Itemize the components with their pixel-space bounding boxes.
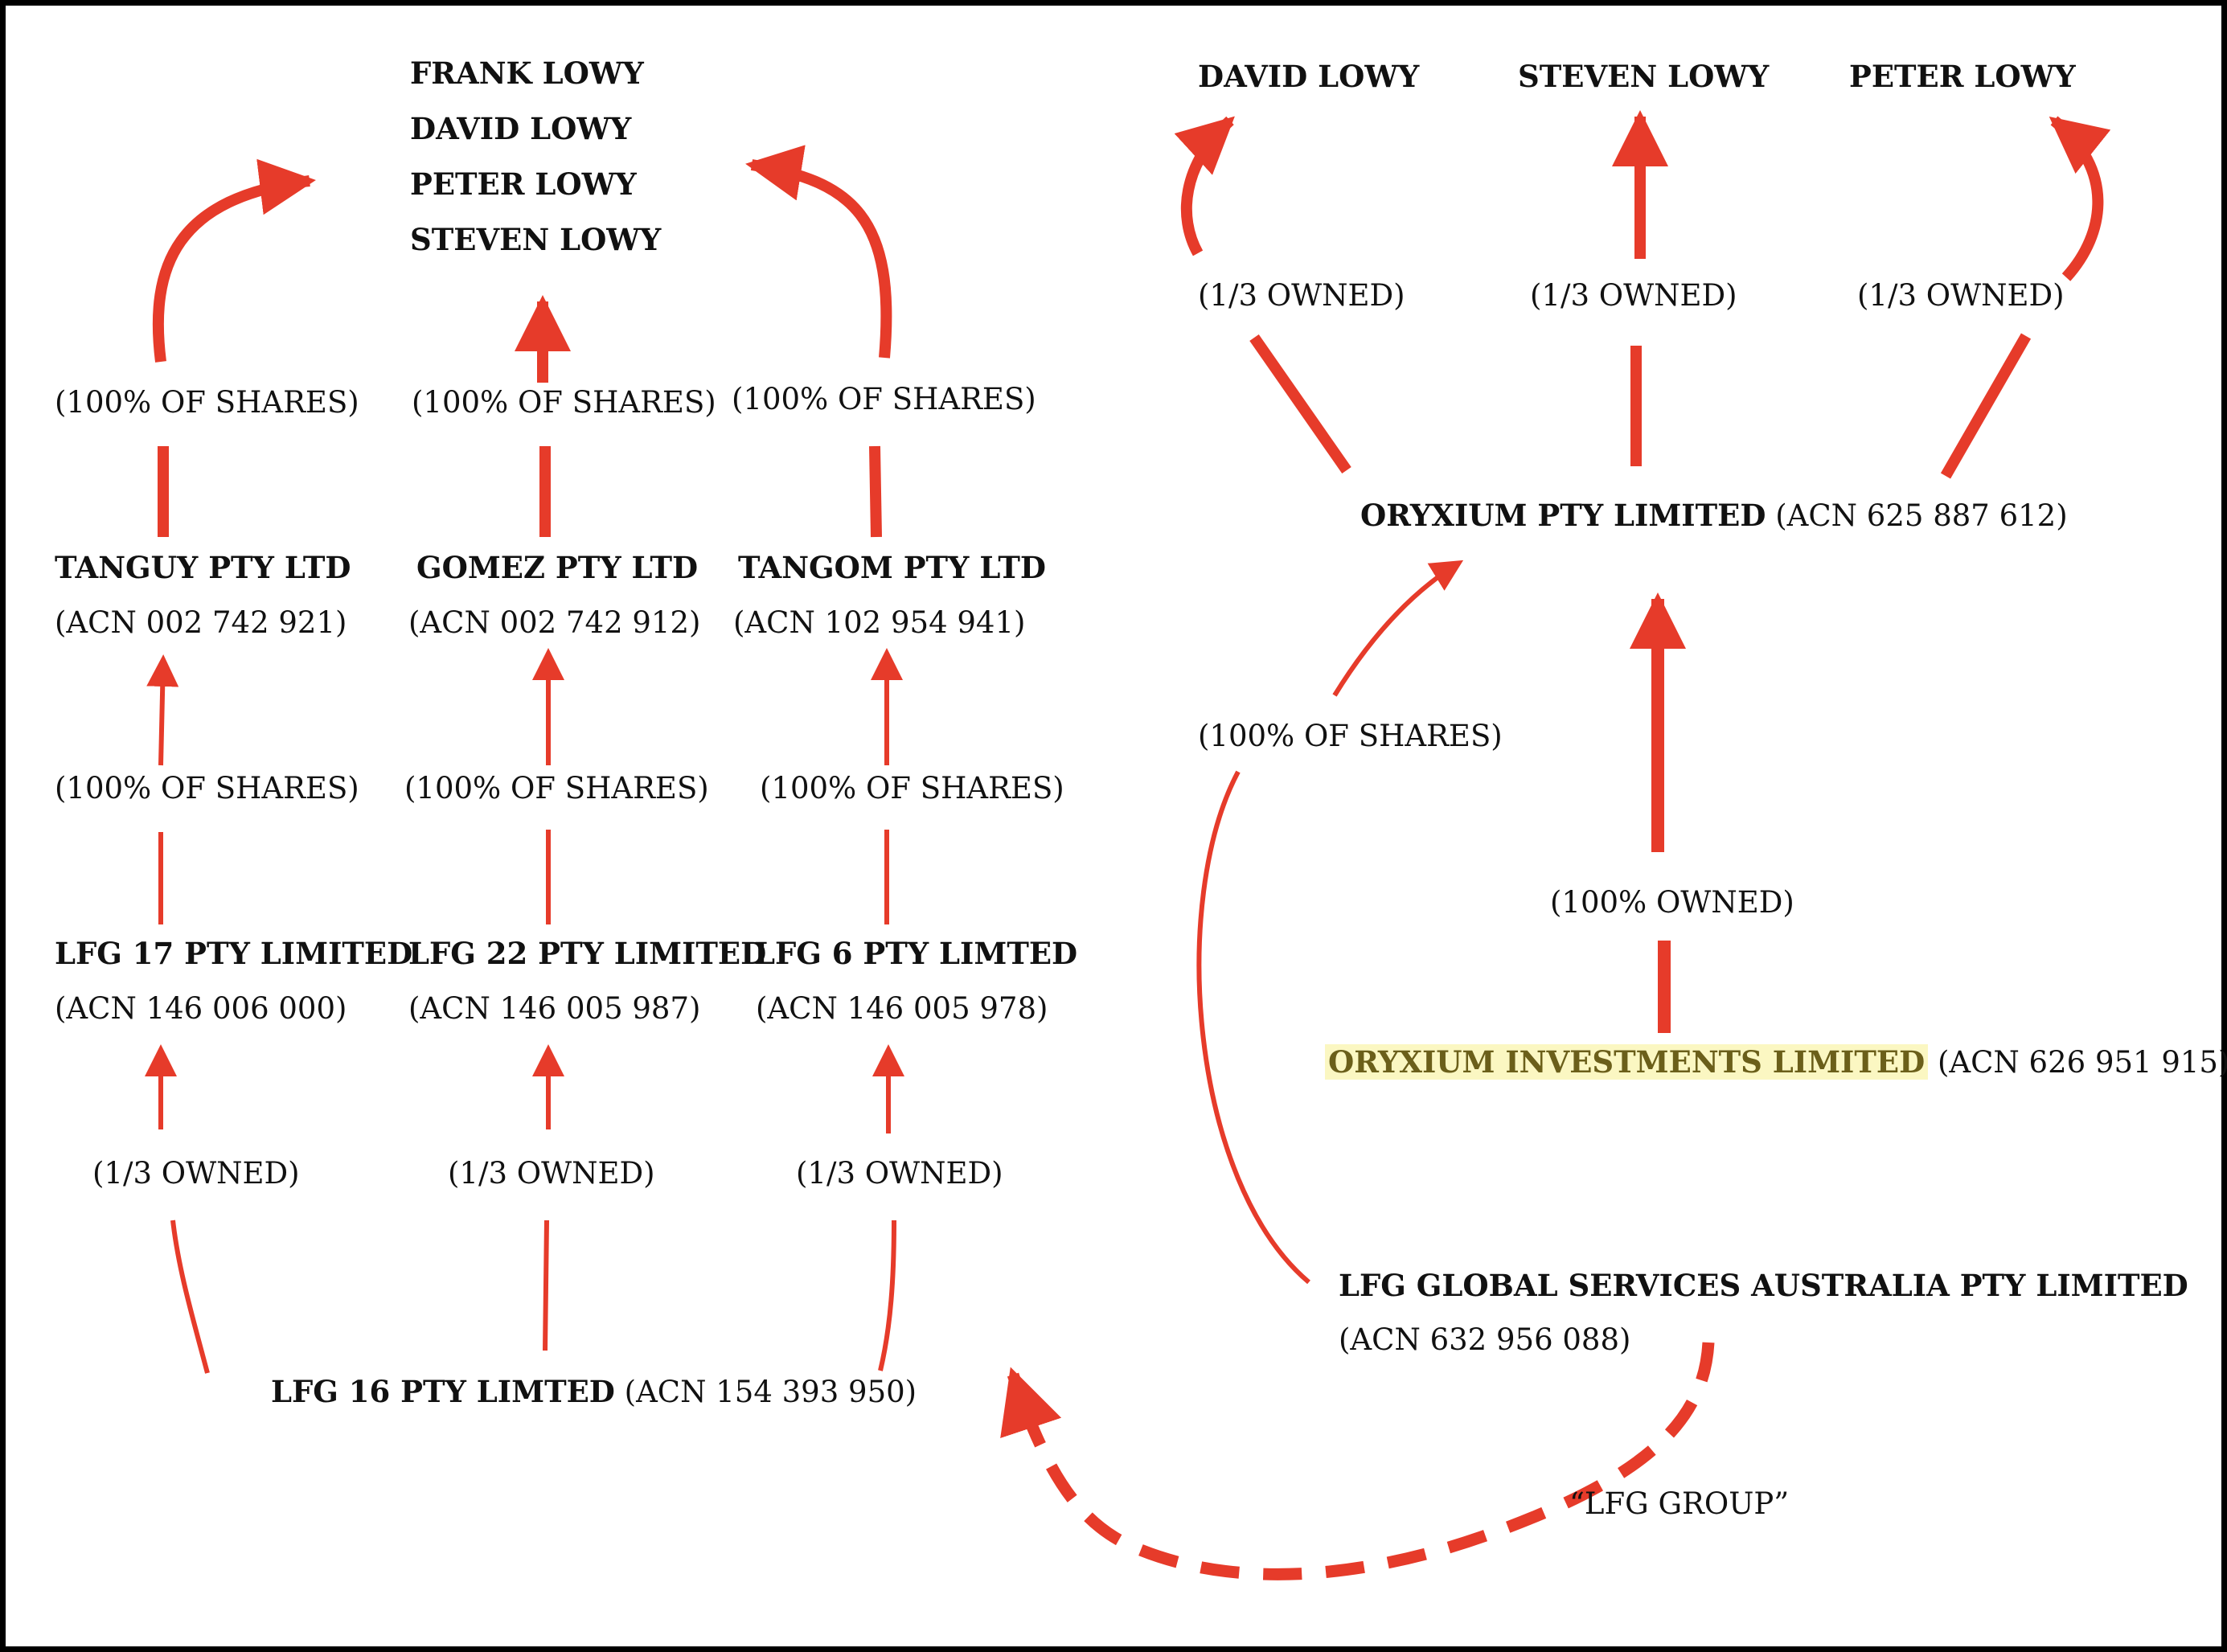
col3-company-name: TANGOM PTY LTD — [738, 550, 1046, 585]
col3-company-acn: (ACN 102 954 941) — [733, 605, 1026, 640]
connector-oryxium-to-left-owned — [1249, 334, 1351, 474]
col3-shares-top-label: (100% OF SHARES) — [732, 382, 1036, 416]
col2-owned-label: (1/3 OWNED) — [448, 1156, 655, 1191]
arrow-tanguy-to-owners — [152, 158, 316, 363]
col2-company-name: GOMEZ PTY LTD — [416, 550, 699, 585]
oryxium-acn: (ACN 625 887 612) — [1775, 498, 2068, 533]
right-owner-david-lowy: DAVID LOWY — [1198, 59, 1420, 94]
connector-lfg16-to-col1 — [170, 1220, 210, 1374]
col1-company-name: TANGUY PTY LTD — [55, 550, 351, 585]
arrow-shares-to-oryxium — [1332, 560, 1464, 697]
right-owned-label-2: (1/3 OWNED) — [1530, 278, 1737, 313]
arrow-lfg-global-to-oryxium — [1196, 770, 1310, 1285]
owner-frank-lowy: FRANK LOWY — [410, 55, 644, 91]
col2-shares-mid-label: (100% OF SHARES) — [404, 771, 709, 806]
oryxium-name: ORYXIUM PTY LIMITED — [1360, 498, 1766, 533]
oryxium-investments-entity: ORYXIUM INVESTMENTS LIMITED (ACN 626 951… — [1325, 1043, 2227, 1081]
connector-lfg16-to-col3 — [878, 1220, 896, 1371]
col3-sub-acn: (ACN 146 005 978) — [756, 991, 1048, 1026]
arrow-owned-to-david-lowy — [1174, 116, 1235, 256]
oryxium-investments-name: ORYXIUM INVESTMENTS LIMITED — [1325, 1044, 1929, 1080]
owner-david-lowy: DAVID LOWY — [410, 111, 632, 146]
right-owner-peter-lowy: PETER LOWY — [1849, 59, 2076, 94]
col1-sub-acn: (ACN 146 006 000) — [55, 991, 347, 1026]
oryxium-owned-label: (100% OWNED) — [1550, 885, 1794, 920]
col2-sub-acn: (ACN 146 005 987) — [408, 991, 701, 1026]
lfg16-entity: LFG 16 PTY LIMTED (ACN 154 393 950) — [271, 1373, 917, 1411]
right-owner-steven-lowy: STEVEN LOWY — [1518, 59, 1770, 94]
connector-lfg16-to-col2 — [543, 1220, 549, 1351]
col3-owned-label: (1/3 OWNED) — [796, 1156, 1003, 1191]
owner-steven-lowy: STEVEN LOWY — [410, 222, 662, 257]
col3-sub-name: LFG 6 PTY LIMTED — [754, 936, 1078, 971]
col1-company-acn: (ACN 002 742 921) — [55, 605, 347, 640]
col1-shares-mid-label: (100% OF SHARES) — [55, 771, 359, 806]
arrow-tangom-to-owners — [745, 145, 892, 359]
oryxium-investments-acn: (ACN 626 951 915) — [1937, 1045, 2227, 1080]
lfg-global-name: LFG GLOBAL SERVICES AUSTRALIA PTY LIMITE… — [1339, 1268, 2188, 1303]
lfg-global-acn: (ACN 632 956 088) — [1339, 1322, 1631, 1357]
connector-tangom-shares — [869, 445, 882, 538]
col1-owned-label: (1/3 OWNED) — [92, 1156, 300, 1191]
oryxium-entity: ORYXIUM PTY LIMITED (ACN 625 887 612) — [1360, 497, 2068, 535]
col2-sub-name: LFG 22 PTY LIMITED — [408, 936, 767, 971]
owner-peter-lowy: PETER LOWY — [410, 166, 637, 202]
col2-shares-top-label: (100% OF SHARES) — [412, 385, 716, 420]
right-owned-label-1: (1/3 OWNED) — [1198, 278, 1405, 313]
col1-shares-top-label: (100% OF SHARES) — [55, 385, 359, 420]
lfg16-acn: (ACN 154 393 950) — [624, 1375, 917, 1409]
col2-company-acn: (ACN 002 742 912) — [408, 605, 701, 640]
lfg-group-dashed-arrow — [1000, 1342, 1715, 1580]
connector-oryxium-to-right-owned — [1940, 333, 2032, 479]
lfg16-name: LFG 16 PTY LIMTED — [271, 1374, 615, 1409]
col3-shares-mid-label: (100% OF SHARES) — [760, 771, 1064, 806]
col1-sub-name: LFG 17 PTY LIMITED — [55, 936, 413, 971]
lfg-group-label: “LFG GROUP” — [1569, 1486, 1790, 1521]
arrow-owned-to-peter-lowy — [2049, 116, 2111, 281]
oryxium-shares-label: (100% OF SHARES) — [1198, 719, 1503, 753]
right-owned-label-3: (1/3 OWNED) — [1857, 278, 2065, 313]
arrow-lfg17-to-tanguy — [146, 654, 179, 766]
